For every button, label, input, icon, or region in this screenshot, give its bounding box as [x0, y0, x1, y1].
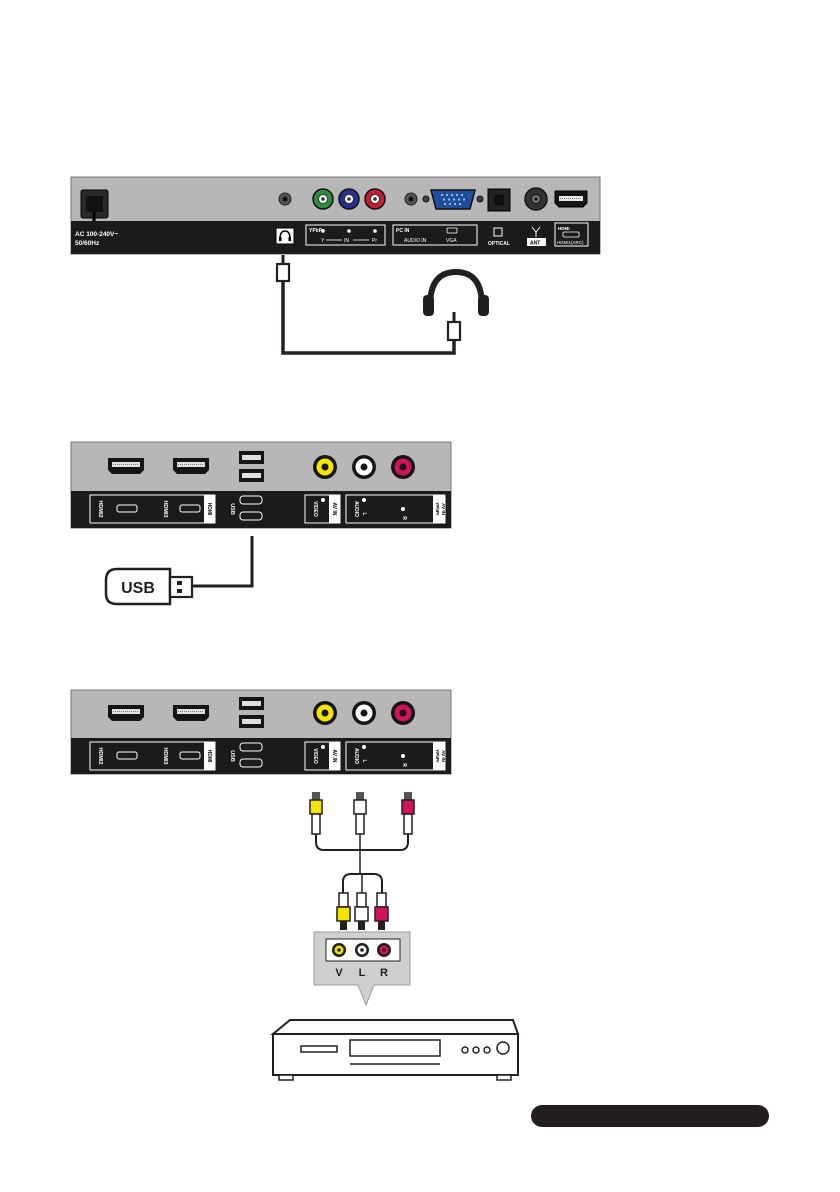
ant-label: ANT: [530, 241, 540, 247]
headphones-icon: [423, 272, 489, 316]
earphone-jack-hole: [283, 197, 288, 202]
audio-l-jack-white[interactable]: [352, 455, 376, 479]
panel3-usb-label: USB: [229, 750, 235, 762]
av-cable: [310, 792, 414, 930]
panel2-usb-label: USB: [229, 503, 235, 515]
panel2-av-in-label: AV IN: [331, 503, 337, 516]
panel3-hdmi3-port[interactable]: [173, 705, 209, 721]
panel2-hdmi3-label: HDMI3: [162, 500, 168, 517]
component-jacks: [313, 189, 385, 209]
usb-port-2[interactable]: [239, 469, 264, 482]
power-label-line2: 50/60Hz: [75, 240, 100, 247]
panel3-audio-l-jack-white[interactable]: [352, 701, 376, 725]
audio-r-jack-red[interactable]: [391, 455, 415, 479]
ypbpr-in-label: IN: [344, 238, 349, 244]
tv-side-panel-av: HDMI2 HDMI3 HDMI USB AV IN VIDEO YPbPr A…: [71, 690, 451, 774]
hdmi-arc-label: HDMI1(ARC): [557, 240, 584, 245]
page-footer-bar: [531, 1105, 769, 1127]
power-socket: [81, 190, 108, 222]
panel3-hdmi2-port[interactable]: [108, 705, 144, 721]
panel2-video-label: VIDEO: [312, 501, 318, 517]
panel3-audio-r-jack-red[interactable]: [391, 701, 415, 725]
tv-back-panel-top: AC 100-240V~ 50/60Hz YPbPr Y IN Pr: [71, 177, 600, 254]
panel3-video-jack-yellow[interactable]: [313, 701, 337, 725]
panel2-ypbpr-av-in-label: AV IN: [441, 503, 446, 515]
power-label-line1: AC 100-240V~: [75, 231, 118, 238]
earphone-plug-bottom: [448, 322, 460, 340]
panel3-r-label: R: [401, 763, 407, 767]
ypbpr-pr-label: Pr: [372, 238, 377, 244]
dvd-player-icon: [273, 1020, 518, 1080]
hdmi3-port[interactable]: [173, 458, 209, 474]
top-plug-red: [402, 792, 414, 834]
panel3-video-label: VIDEO: [312, 748, 318, 764]
hdmi1-arc-port[interactable]: [555, 191, 587, 207]
earphone-plug-top: [277, 264, 289, 281]
hdmi-label: HDMI: [558, 226, 570, 231]
usb-port-1[interactable]: [239, 451, 264, 464]
panel2-hdmi-label: HDMI: [206, 503, 212, 516]
top-plug-white: [354, 792, 366, 834]
headphone-icon-left: [279, 237, 282, 241]
top-plug-yellow: [310, 792, 322, 834]
headphone-icon-right: [289, 237, 292, 241]
player-v-label: V: [335, 967, 343, 979]
vga-label: VGA: [446, 238, 457, 244]
usb-stick: USB: [106, 569, 192, 604]
usb-cable: [193, 536, 252, 586]
pc-in-label: PC IN: [396, 228, 410, 234]
bottom-plug-white: [355, 893, 368, 930]
panel3-ypbpr-label: YPbPr: [435, 749, 440, 763]
player-l-label: L: [359, 967, 366, 979]
panel2-r-label: R: [401, 516, 407, 520]
hdmi2-port[interactable]: [108, 458, 144, 474]
panel3-usb-port-2[interactable]: [239, 715, 264, 728]
panel2-hdmi2-label: HDMI2: [97, 500, 103, 517]
panel-label-strip: [71, 221, 600, 254]
panel3-usb-port-1[interactable]: [239, 697, 264, 710]
pc-audio-in-label: AUDIO IN: [404, 238, 427, 244]
panel3-ypbpr-av-in-label: AV IN: [441, 750, 446, 762]
bottom-plug-red: [375, 893, 388, 930]
tv-side-panel-usb: HDMI2 HDMI3 HDMI USB AV IN VIDEO YPbPr A…: [71, 442, 451, 528]
panel2-audio-label: AUDIO: [353, 501, 359, 517]
panel2-ypbpr-label: YPbPr: [435, 502, 440, 516]
player-r-label: R: [380, 967, 388, 979]
panel3-hdmi2-label: HDMI2: [97, 747, 103, 764]
optical-label: OPTICAL: [488, 241, 510, 247]
panel3-hdmi-label: HDMI: [206, 750, 212, 763]
panel2-l-label: L: [361, 512, 367, 515]
player-jack-callout: V L R: [314, 932, 410, 1005]
panel3-audio-label: AUDIO: [353, 748, 359, 764]
av-video-jack-yellow[interactable]: [313, 455, 337, 479]
bottom-plug-yellow: [337, 893, 350, 930]
panel3-hdmi3-label: HDMI3: [162, 747, 168, 764]
panel3-l-label: L: [361, 759, 367, 762]
usb-stick-label: USB: [121, 580, 155, 597]
panel3-av-in-label: AV IN: [331, 750, 337, 763]
